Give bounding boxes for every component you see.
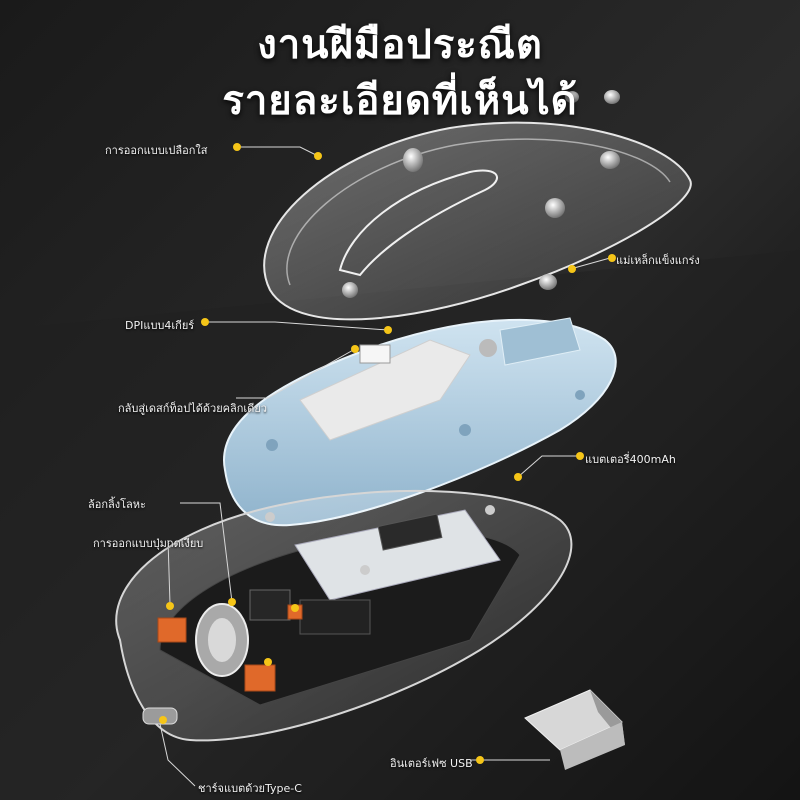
dot-silent-buttons bbox=[166, 602, 174, 610]
leader-metal-wheel bbox=[180, 502, 233, 603]
leader-type-c bbox=[159, 723, 196, 787]
dot-magnets-b bbox=[568, 265, 576, 273]
dot-dpi-a bbox=[201, 318, 209, 326]
callout-silent-buttons: การออกแบบปุ่มกดเงียบ bbox=[93, 537, 204, 550]
leader-desktop-return bbox=[236, 348, 356, 399]
dot-magnets-a bbox=[608, 254, 616, 262]
leader-silent-buttons bbox=[167, 539, 171, 605]
clear-shell bbox=[263, 121, 692, 321]
callout-dpi: DPIแบบ4เกียร์ bbox=[125, 319, 195, 332]
dot-clear-shell-b bbox=[314, 152, 322, 160]
dot-switch-small bbox=[291, 604, 299, 612]
dot-battery-a bbox=[576, 452, 584, 460]
dot-metal-wheel bbox=[228, 598, 236, 606]
magnet-1 bbox=[403, 148, 423, 172]
switch-right bbox=[244, 664, 276, 692]
leader-lines bbox=[159, 146, 611, 787]
magnet-2 bbox=[600, 151, 620, 169]
callout-metal-wheel: ล้อกลิ้งโลหะ bbox=[88, 498, 146, 511]
dot-silent-buttons-b bbox=[264, 658, 272, 666]
switch-left bbox=[157, 617, 187, 643]
magnet-6 bbox=[565, 91, 579, 103]
dot-battery-b bbox=[514, 473, 522, 481]
headline-line-1: งานฝีมือประณีต bbox=[257, 22, 543, 68]
leader-clear-shell bbox=[240, 146, 319, 157]
dot-dpi-b bbox=[384, 326, 392, 334]
callout-usb-receiver: อินเตอร์เฟซ USB bbox=[390, 757, 473, 770]
callout-magnets: แม่เหล็กแข็งแกร่ง bbox=[616, 254, 700, 267]
leader-battery bbox=[517, 455, 578, 478]
callout-battery: แบตเตอรี่400mAh bbox=[585, 453, 676, 466]
callout-type-c: ชาร์จแบตด้วยType-C bbox=[198, 782, 302, 795]
dot-desktop-return bbox=[351, 345, 359, 353]
magnet-4 bbox=[539, 274, 557, 290]
callout-dots bbox=[159, 143, 616, 764]
dot-type-c bbox=[159, 716, 167, 724]
dot-clear-shell-a bbox=[233, 143, 241, 151]
usb-receiver bbox=[524, 689, 625, 770]
magnet-5 bbox=[342, 282, 358, 298]
magnet-7 bbox=[604, 90, 620, 104]
magnets bbox=[342, 90, 620, 298]
leader-magnets bbox=[573, 257, 611, 269]
headline-line-2: รายละเอียดที่เห็นได้ bbox=[222, 78, 578, 124]
callout-desktop-return: กลับสู่เดสก์ท็อปได้ด้วยคลิกเดียว bbox=[118, 402, 267, 415]
dot-usb bbox=[476, 756, 484, 764]
magnet-3 bbox=[545, 198, 565, 218]
callout-clear-shell: การออกแบบเปลือกใส bbox=[105, 144, 208, 157]
leader-dpi bbox=[208, 321, 389, 331]
